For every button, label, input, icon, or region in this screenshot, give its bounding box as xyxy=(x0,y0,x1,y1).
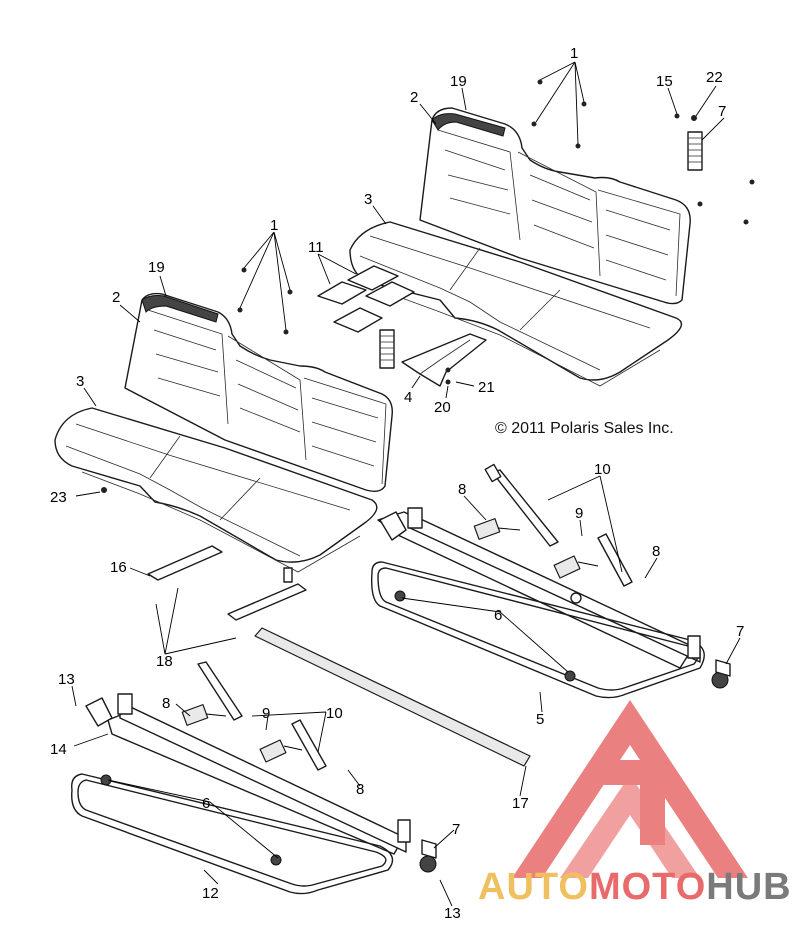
callout-13-left: 13 xyxy=(58,671,75,688)
callout-6-top: 6 xyxy=(494,607,502,624)
front-seat-belts xyxy=(181,661,327,771)
front-seat-frame xyxy=(71,693,437,895)
callout-15: 15 xyxy=(656,73,673,90)
callout-3-left: 3 xyxy=(76,373,84,390)
rear-backrest xyxy=(419,107,691,305)
callout-8-bot: 8 xyxy=(162,695,170,712)
mounting-strip-16 xyxy=(147,545,307,621)
callout-5: 5 xyxy=(536,711,544,728)
callout-11: 11 xyxy=(308,239,324,256)
watermark-segment-moto: MOTO xyxy=(588,866,707,908)
rear-seat-frame xyxy=(370,507,705,699)
callout-18: 18 xyxy=(156,653,173,670)
callout-7-right: 7 xyxy=(736,623,744,640)
callout-6-bot: 6 xyxy=(202,795,210,812)
callout-10-bot: 10 xyxy=(326,705,343,722)
callout-10-top: 10 xyxy=(594,461,611,478)
callout-9-bot: 9 xyxy=(262,705,270,722)
watermark-segment-auto: AUTO xyxy=(478,866,589,908)
callout-23: 23 xyxy=(50,489,67,506)
callout-1-mid: 1 xyxy=(270,217,278,234)
watermark-segment-hub: HUB xyxy=(706,866,792,908)
callout-19-top: 19 xyxy=(450,73,467,90)
callout-12: 12 xyxy=(202,885,219,902)
spring-top-right xyxy=(687,131,703,171)
front-backrest xyxy=(124,292,393,493)
callout-22: 22 xyxy=(706,69,723,86)
callout-4: 4 xyxy=(404,389,412,406)
leader-lines xyxy=(71,61,741,907)
rear-seat-assembly xyxy=(349,107,691,387)
callout-16: 16 xyxy=(110,559,127,576)
watermark-logo xyxy=(512,700,748,878)
callout-13-bot: 13 xyxy=(444,905,461,922)
front-seat-assembly xyxy=(54,292,393,573)
front-cushion xyxy=(54,407,378,563)
callout-8-top-a: 8 xyxy=(458,481,466,498)
callout-8-bot-b: 8 xyxy=(356,781,364,798)
center-bracket-4 xyxy=(401,333,487,387)
callout-21: 21 xyxy=(478,379,495,396)
callout-labels: 1 19 2 15 22 7 3 1 11 19 2 3 4 21 20 23 … xyxy=(50,45,744,922)
callout-17: 17 xyxy=(512,795,529,812)
trim-bar-17 xyxy=(254,627,531,767)
callout-7-top: 7 xyxy=(718,103,726,120)
callout-20: 20 xyxy=(434,399,451,416)
callout-19-left: 19 xyxy=(148,259,165,276)
callout-3-top: 3 xyxy=(364,191,372,208)
callout-9-top: 9 xyxy=(575,505,583,522)
screws xyxy=(101,79,755,493)
watermark-wordmark: AUTOMOTOHUB xyxy=(478,866,792,909)
callout-14: 14 xyxy=(50,741,67,758)
copyright-notice: © 2011 Polaris Sales Inc. xyxy=(495,420,674,437)
callout-2-left: 2 xyxy=(112,289,120,306)
callout-2-top: 2 xyxy=(410,89,418,106)
callout-8-top-b: 8 xyxy=(652,543,660,560)
callout-7-bot: 7 xyxy=(452,821,460,838)
callout-1-top: 1 xyxy=(570,45,578,62)
decals-11 xyxy=(317,265,415,333)
spring-center xyxy=(379,329,395,369)
